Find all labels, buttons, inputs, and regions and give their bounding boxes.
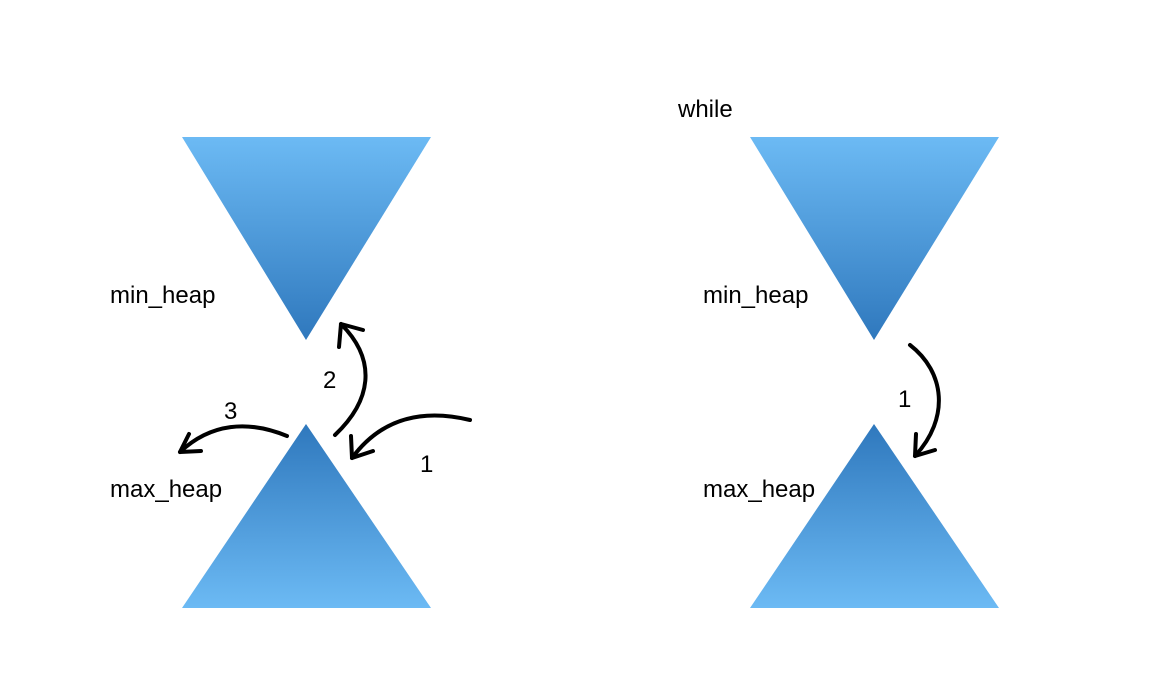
min-heap-triangle bbox=[182, 137, 431, 340]
while-label: while bbox=[677, 96, 733, 123]
arrow-2 bbox=[333, 322, 368, 437]
min-heap-label: min_heap bbox=[703, 282, 808, 309]
arrow-1-label: 1 bbox=[420, 451, 433, 478]
arrow-1-label: 1 bbox=[898, 386, 911, 413]
max-heap-label: max_heap bbox=[703, 476, 815, 503]
max-heap-label: max_heap bbox=[110, 476, 222, 503]
left-panel: min_heap max_heap 1 2 3 bbox=[110, 137, 472, 608]
arrow-1 bbox=[349, 413, 472, 460]
arrow-2-label: 2 bbox=[323, 367, 336, 394]
arrow-3 bbox=[178, 424, 289, 454]
max-heap-triangle bbox=[750, 424, 999, 608]
arrow-3-label: 3 bbox=[224, 398, 237, 425]
right-panel: while min_heap max_heap 1 bbox=[677, 96, 999, 608]
max-heap-triangle bbox=[182, 424, 431, 608]
min-heap-triangle bbox=[750, 137, 999, 340]
arrow-1 bbox=[908, 343, 941, 458]
min-heap-label: min_heap bbox=[110, 282, 215, 309]
